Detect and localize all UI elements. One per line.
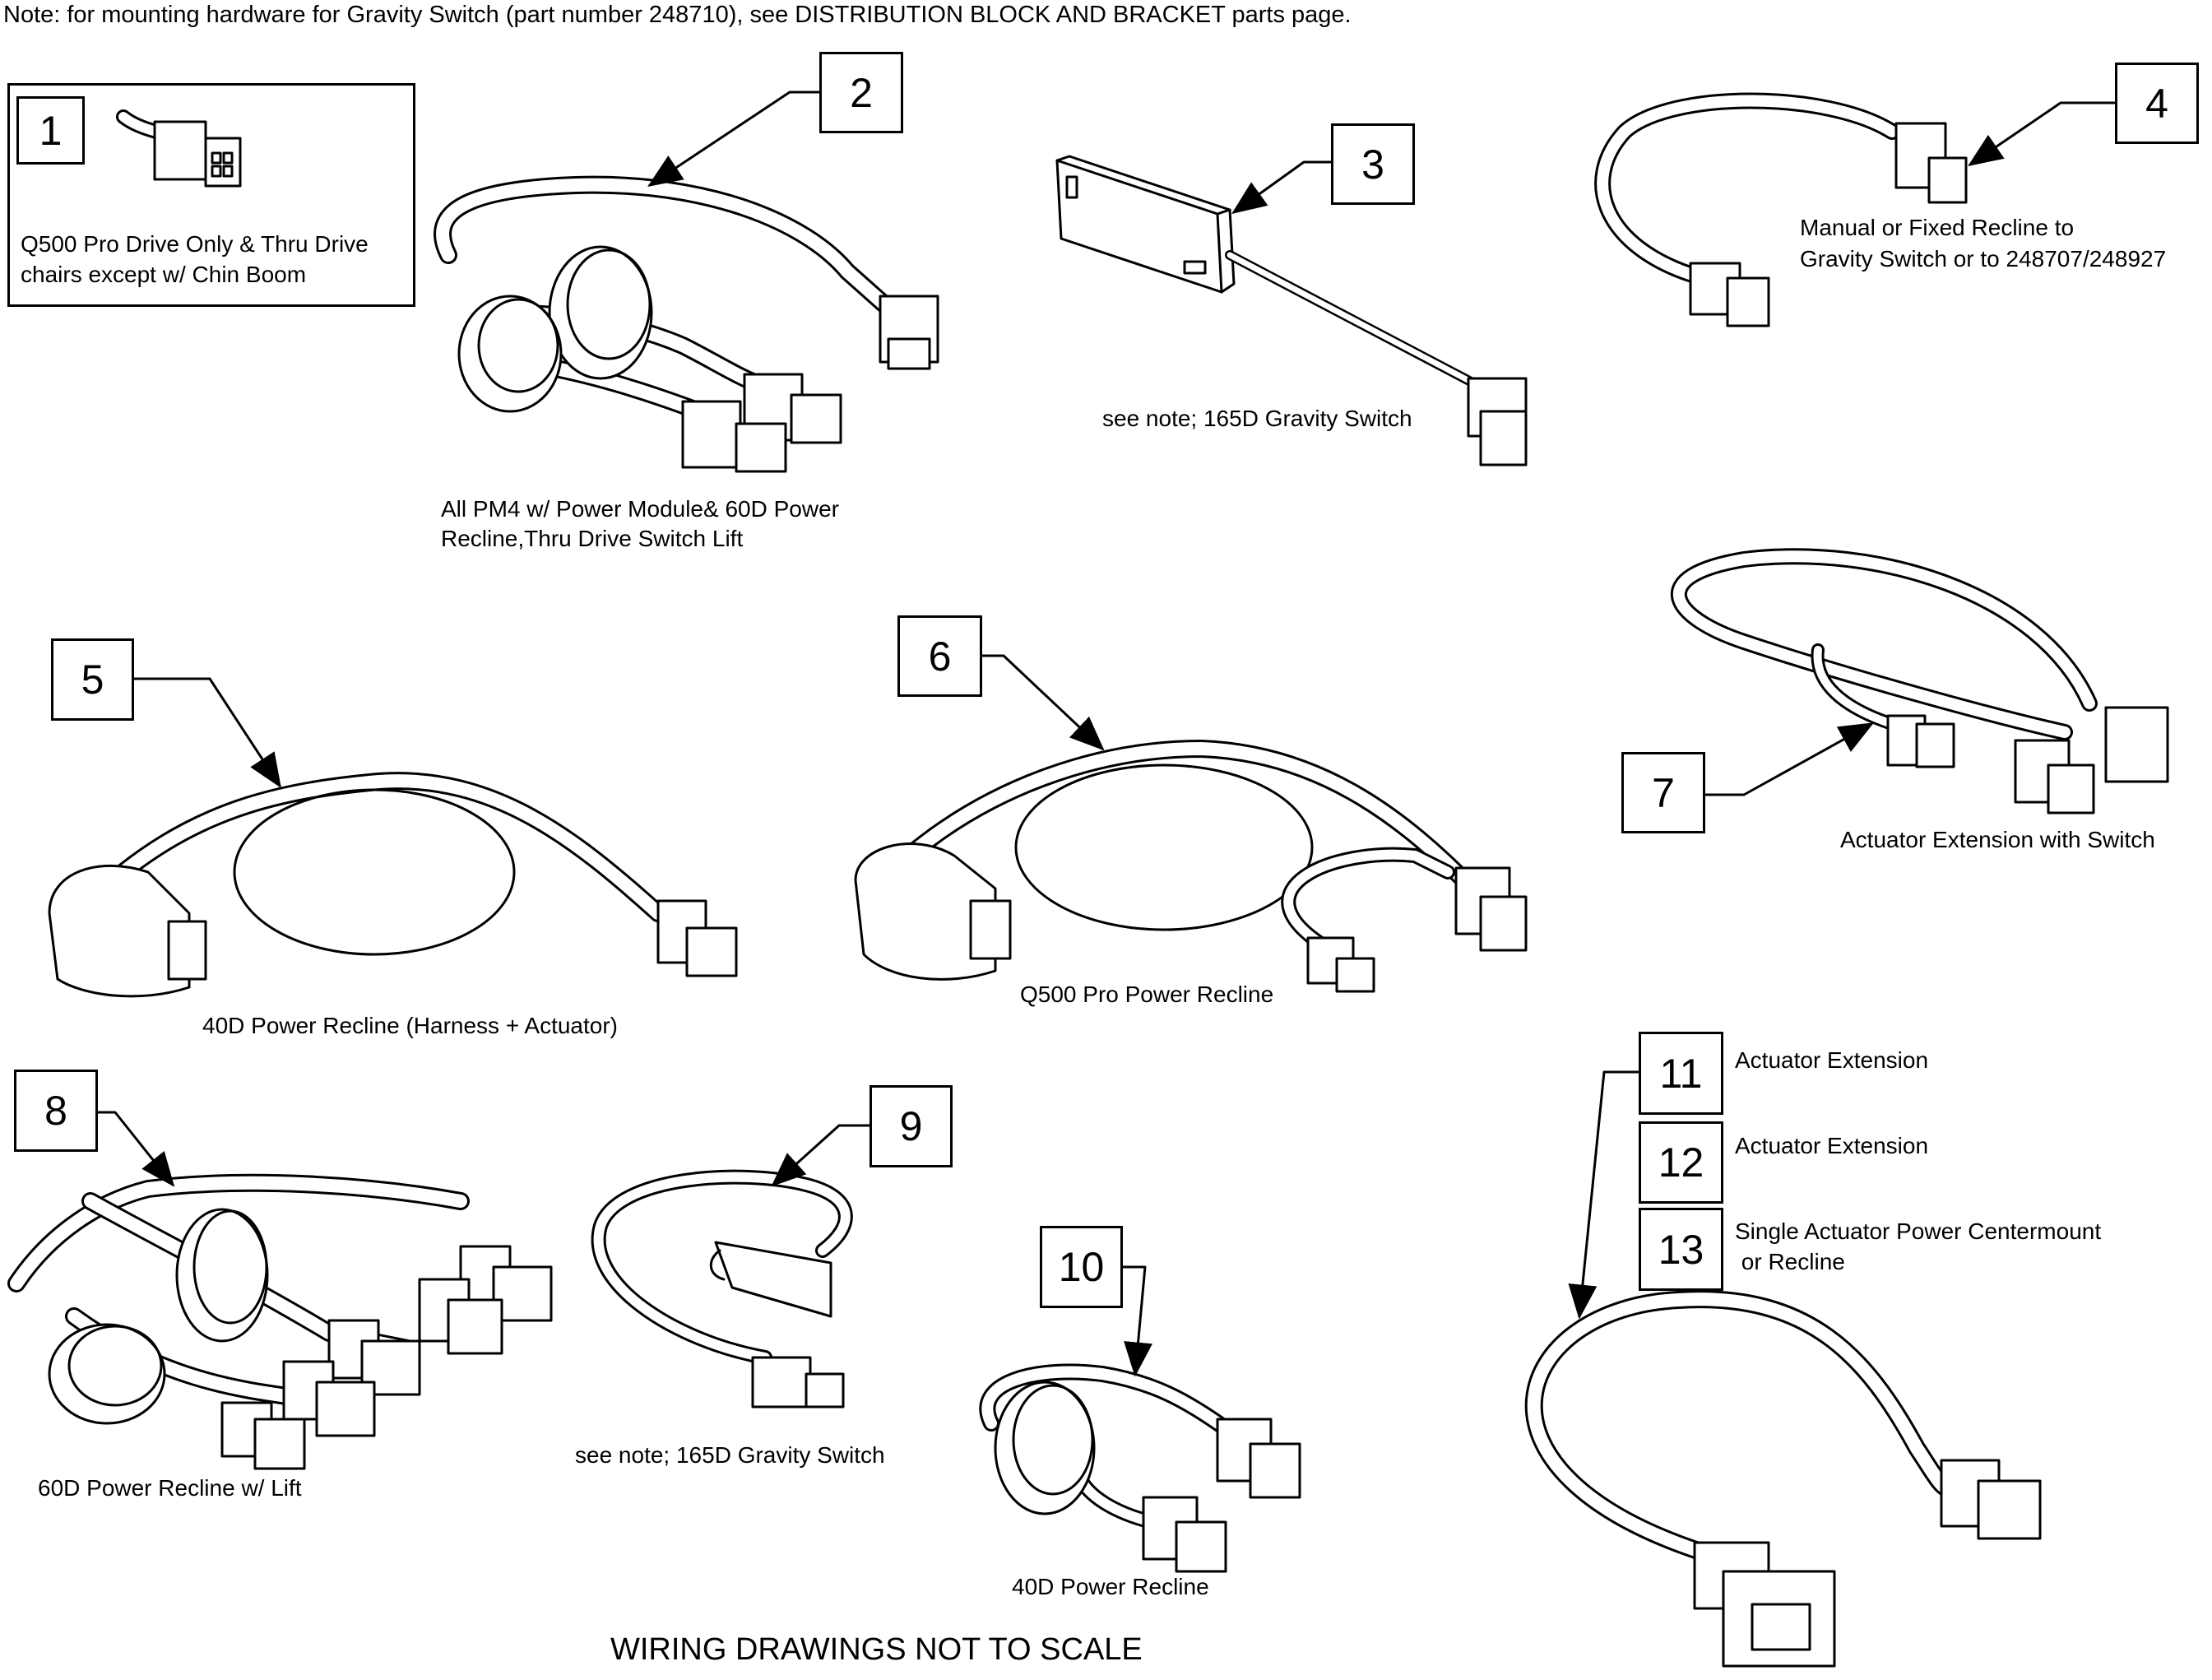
item-11-13-drawing — [1524, 1290, 2042, 1668]
callout-box-9: 9 — [869, 1085, 953, 1167]
item-13-caption-line-2: or Recline — [1735, 1249, 1845, 1274]
callout-box-11: 11 — [1639, 1032, 1723, 1115]
callout-box-10: 10 — [1040, 1226, 1123, 1308]
item-1-caption-line-1: Q500 Pro Drive Only & Thru Drive — [21, 231, 369, 257]
callout-box-12: 12 — [1639, 1121, 1723, 1204]
callout-box-3: 3 — [1331, 123, 1415, 205]
callout-box-13: 13 — [1639, 1208, 1723, 1291]
not-to-scale-footer: WIRING DRAWINGS NOT TO SCALE — [610, 1632, 1143, 1667]
item-1-frame — [7, 83, 415, 307]
item-4-caption-line-2: Gravity Switch or to 248707/248927 — [1800, 246, 2167, 271]
item-5-caption: 40D Power Recline (Harness + Actuator) — [202, 1013, 618, 1038]
item-1-caption-line-2: chairs except w/ Chin Boom — [21, 262, 307, 287]
item-4-caption-line-1: Manual or Fixed Recline to — [1800, 215, 2075, 240]
item-7-caption: Actuator Extension with Switch — [1840, 827, 2155, 852]
item-6-drawing — [854, 740, 1528, 993]
callout-box-1: 1 — [16, 96, 85, 165]
item-3-caption: see note; 165D Gravity Switch — [1102, 406, 1412, 431]
item-3-drawing — [1055, 155, 1528, 466]
leader-arrows — [96, 90, 2117, 1377]
callout-box-4: 4 — [2115, 63, 2199, 144]
item-2-caption-line-2: Recline,Thru Drive Switch Lift — [441, 526, 744, 551]
item-4-drawing — [1594, 92, 1968, 327]
item-12-caption: Actuator Extension — [1735, 1133, 1929, 1158]
item-13-caption-line-1: Single Actuator Power Centermount — [1735, 1218, 2102, 1244]
callout-box-6: 6 — [897, 615, 982, 697]
item-8-caption: 60D Power Recline w/ Lift — [38, 1475, 302, 1501]
item-1-drawing — [116, 109, 242, 188]
parts-note: Note: for mounting hardware for Gravity … — [3, 2, 1352, 28]
callout-box-2: 2 — [819, 52, 903, 133]
callout-box-5: 5 — [51, 638, 134, 721]
item-9-caption: see note; 165D Gravity Switch — [575, 1442, 885, 1468]
item-7-drawing — [1670, 548, 2169, 814]
item-6-caption: Q500 Pro Power Recline — [1020, 982, 1274, 1007]
item-2-drawing — [434, 175, 939, 473]
item-11-caption: Actuator Extension — [1735, 1047, 1929, 1073]
item-2-caption-line-1: All PM4 w/ Power Module& 60D Power — [441, 496, 839, 522]
item-10-caption: 40D Power Recline — [1012, 1574, 1209, 1599]
item-8-drawing — [7, 1173, 553, 1470]
callout-box-8: 8 — [14, 1070, 98, 1152]
callout-box-7: 7 — [1621, 752, 1705, 833]
item-9-drawing — [591, 1169, 853, 1409]
item-5-drawing — [48, 772, 738, 998]
item-10-drawing — [979, 1363, 1301, 1573]
